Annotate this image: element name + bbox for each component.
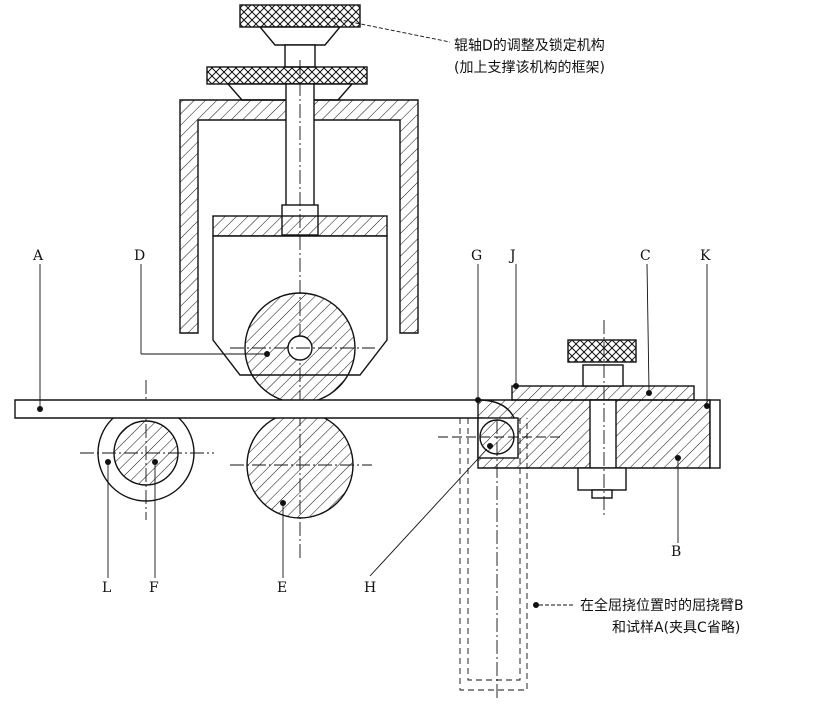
label-d: D — [134, 248, 145, 264]
note-bottom-line2: 和试样A(夹具C省略) — [612, 620, 740, 636]
label-k: K — [700, 248, 711, 264]
roller-e — [230, 411, 372, 519]
label-b: B — [671, 544, 681, 560]
leader-lines — [39, 16, 708, 606]
label-g: G — [471, 248, 482, 264]
support-frame — [179, 99, 419, 334]
note-bottom-line1: 在全屈挠位置时的屈挠臂B — [580, 597, 744, 614]
clamp-c — [511, 320, 695, 515]
label-j: J — [508, 248, 516, 264]
label-e: E — [277, 580, 287, 596]
note-top-line2: (加上支撑该机构的框架) — [454, 60, 605, 76]
top-adjustment-knob — [239, 4, 361, 68]
full-flex-arm-outline — [438, 418, 560, 700]
label-a: A — [32, 248, 44, 264]
label-h: H — [364, 580, 376, 596]
roller-d — [230, 292, 375, 404]
label-l: L — [102, 580, 111, 596]
note-top-line1: 辊轴D的调整及锁定机构 — [454, 38, 605, 54]
label-c: C — [640, 248, 651, 264]
label-f: F — [149, 580, 159, 596]
roller-l-f — [80, 380, 214, 520]
